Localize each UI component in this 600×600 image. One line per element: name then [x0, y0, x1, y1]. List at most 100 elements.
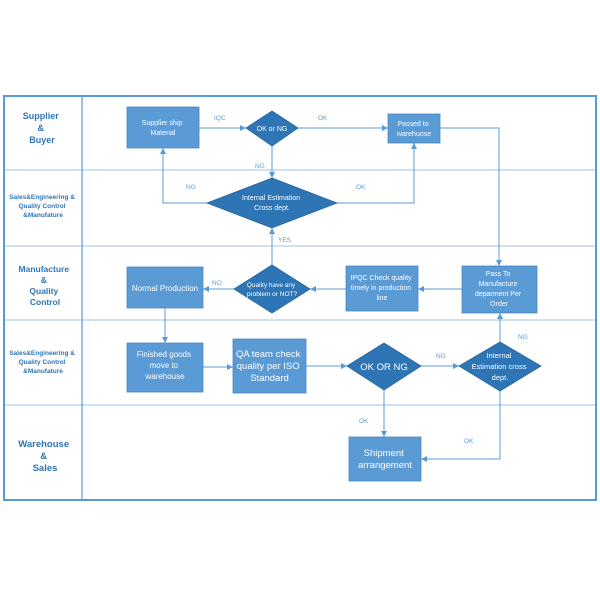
- edge-label-ng-to-supplier: NG: [186, 184, 196, 191]
- edge-label-no: NO: [212, 280, 222, 287]
- lane-label-line: Sales&Engineering &: [9, 350, 75, 357]
- lane-label-line: Control: [30, 297, 60, 307]
- node-label: Finished goods move to warehouse: [137, 350, 194, 381]
- node-label-line: Manufacture: [479, 281, 518, 288]
- node-iqc-ok-or-ng: OK or NG: [245, 110, 299, 147]
- node-label-line: IPQC Check quality: [350, 275, 412, 282]
- node-label-line: Finished goods: [137, 350, 191, 359]
- node-label: Supplier ship Material: [142, 120, 184, 137]
- edge-label-iqc: IQC: [214, 115, 226, 122]
- lane-label-line: Sales&Engineering &: [9, 194, 75, 201]
- edge-label-yes: YES: [278, 237, 292, 244]
- process-box: [461, 265, 538, 314]
- lane-label-supplier-buyer: Supplier & Buyer: [23, 111, 62, 145]
- node-label-line: Cross dept.: [254, 205, 290, 212]
- arrow-cross-dept-ok-to-shipment: [421, 391, 501, 462]
- node-label: Normal Production: [132, 284, 198, 293]
- node-label-line: deparment Per: [475, 291, 522, 298]
- node-normal-production: Normal Production: [126, 266, 204, 309]
- node-label: IPQC Check quality timely in production …: [350, 275, 413, 302]
- edge-labels: IQC OK NG NG OK YES NO NG NG OK OK: [186, 115, 528, 445]
- node-label-line: Material: [151, 130, 176, 137]
- decision-diamond: [245, 110, 299, 147]
- node-label: Pass To Manufacture deparment Per Order: [475, 271, 523, 308]
- node-quality-decision: Quality have any problem or NOT?: [233, 264, 311, 314]
- process-box: [232, 338, 307, 394]
- edge-label-ng-to-manufacture: NG: [518, 334, 528, 341]
- node-label-line: Internal: [486, 351, 511, 360]
- node-ok-or-ng-final: OK OR NG: [346, 342, 422, 391]
- node-label-line: dept.: [492, 373, 509, 382]
- lane-label-warehouse-sales: Warehouse & Sales: [18, 439, 72, 474]
- edge-label-ng-to-cross-dept: NG: [436, 353, 446, 360]
- lane-label-line: Sales: [33, 463, 58, 474]
- lane-label-line: Warehouse: [18, 439, 69, 450]
- arrow-estimation-ng-to-supplier: [160, 148, 207, 204]
- lane-label-line: &: [41, 275, 47, 285]
- node-label: OK OR NG: [360, 362, 408, 373]
- process-box: [387, 113, 441, 144]
- lane-dividers: [4, 169, 596, 406]
- node-finished-goods: Finished goods move to warehouse: [126, 342, 204, 393]
- lane-label-line: Quality: [29, 286, 58, 296]
- edge-label-ok-to-shipment: OK: [359, 418, 369, 425]
- node-label-line: Internal Estimation: [242, 195, 300, 202]
- node-label-line: warehuose: [396, 131, 431, 138]
- lane-label-line: Quality Control: [19, 359, 66, 366]
- node-label: Quality have any problem or NOT?: [247, 282, 298, 298]
- node-label: Internal Estimation cross dept.: [471, 351, 528, 382]
- node-internal-estimation-top: Internal Estimation Cross dept.: [205, 177, 339, 229]
- node-shipment-arrangement: Shipment arrangement: [348, 436, 422, 482]
- node-label: Shipment arrangement: [358, 448, 412, 471]
- arrow-passed-to-manufacture: [440, 127, 502, 266]
- decision-diamond: [205, 177, 339, 229]
- node-label-line: Normal Production: [132, 284, 198, 293]
- node-ipqc-check: IPQC Check quality timely in production …: [345, 265, 419, 312]
- lane-label-line: &: [40, 451, 47, 462]
- decision-diamond: [458, 341, 542, 392]
- node-label: OK or NG: [257, 126, 288, 133]
- node-label-line: line: [377, 295, 388, 302]
- lane-label-line: Manufacture: [19, 264, 70, 274]
- node-qa-check: QA team check quality per ISO Standard: [232, 338, 307, 394]
- connectors: [160, 125, 503, 462]
- node-label-line: Order: [490, 301, 509, 308]
- node-label-line: Estimation cross: [471, 362, 526, 371]
- node-label-line: Shipment: [364, 448, 404, 459]
- diagram-frame: [3, 95, 597, 501]
- lane-label-line: &: [37, 123, 44, 133]
- node-label-line: warehouse: [144, 372, 185, 381]
- node-label-line: Quality have any: [247, 282, 296, 289]
- node-label-line: problem or NOT?: [247, 291, 298, 298]
- node-label-line: OK OR NG: [360, 362, 408, 373]
- process-box: [126, 106, 200, 149]
- node-supplier-ship-material: Supplier ship Material: [126, 106, 200, 149]
- process-box: [348, 436, 422, 482]
- node-label: Internal Estimation Cross dept.: [242, 195, 302, 212]
- node-passed-to-warehouse: Passed to warehuose: [387, 113, 441, 144]
- process-box: [126, 342, 204, 393]
- node-label-line: Passed to: [397, 121, 428, 128]
- node-label-line: Standard: [250, 373, 289, 384]
- lane-label-manufacture-qc: Manufacture & Quality Control: [19, 264, 72, 307]
- edge-label-ok-to-warehouse: OK: [356, 184, 366, 191]
- node-pass-to-manufacture: Pass To Manufacture deparment Per Order: [461, 265, 538, 314]
- decision-diamond: [346, 342, 422, 391]
- edge-label-ng-to-estimation: NG: [255, 163, 265, 170]
- node-label-line: move to: [150, 361, 179, 370]
- node-label: QA team check quality per ISO Standard: [236, 349, 303, 384]
- process-box: [126, 266, 204, 309]
- node-label-line: Pass To: [486, 271, 511, 278]
- node-label-line: arrangement: [358, 460, 412, 471]
- node-label-line: timely in production: [351, 285, 411, 292]
- lane-label-line: Quality Control: [19, 203, 66, 210]
- node-label: Passed to warehuose: [396, 121, 431, 138]
- process-box: [345, 265, 419, 312]
- arrow-estimation-ok-to-passed: [337, 143, 417, 204]
- node-label-line: QA team check: [236, 349, 301, 360]
- edge-label-ok-passed: OK: [318, 115, 328, 122]
- decision-diamond: [233, 264, 311, 314]
- node-label-line: Supplier ship: [142, 120, 183, 127]
- lane-label-line: &Manufature: [23, 368, 63, 375]
